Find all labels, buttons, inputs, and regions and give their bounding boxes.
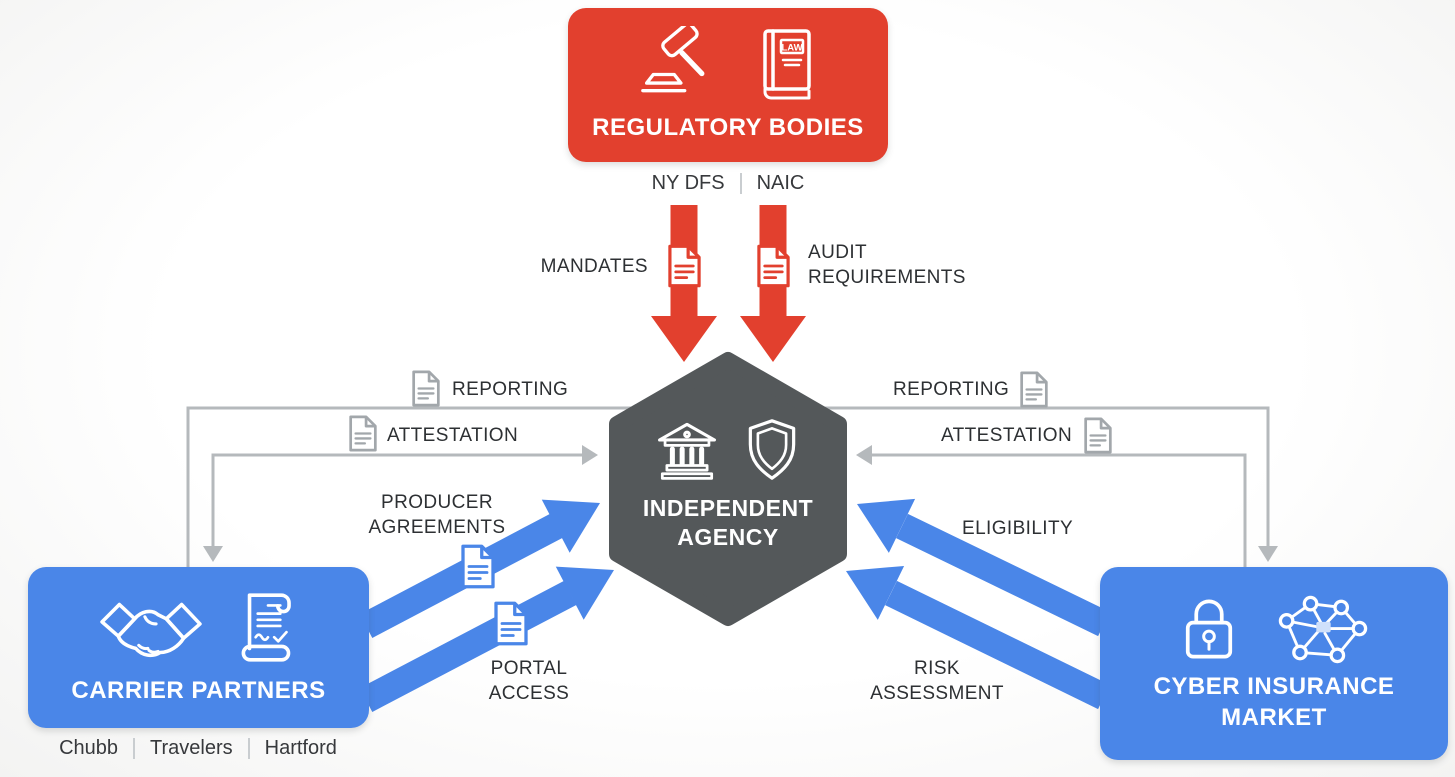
gavel-icon <box>641 26 705 93</box>
carriers-list: Chubb Travelers Hartford <box>18 737 378 760</box>
reporting-right-connector <box>800 406 1278 562</box>
document-icon <box>1019 371 1049 408</box>
divider <box>133 738 136 759</box>
contract-scroll-icon <box>241 593 291 662</box>
document-icon <box>411 370 441 407</box>
producer-agreements-label: PRODUCER AGREEMENTS <box>368 492 506 539</box>
law-book-icon: LAW <box>763 29 811 100</box>
attestation-right-label: ATTESTATION <box>941 425 1073 446</box>
regulatory-bodies-title: REGULATORY BODIES <box>592 114 864 142</box>
attestation-left-label: ATTESTATION <box>387 425 519 446</box>
reporting-left-connector <box>186 406 660 567</box>
attestation-right-connector <box>856 445 1247 567</box>
portal-access-label: PORTAL ACCESS <box>488 658 570 705</box>
shield-icon <box>748 419 796 480</box>
risk-assessment-label: RISK ASSESSMENT <box>870 658 1004 705</box>
reporting-left-label: REPORTING <box>452 379 569 400</box>
independent-agency-node: INDEPENDENT AGENCY <box>618 418 838 588</box>
mandates-label: MANDATES <box>540 256 648 277</box>
document-icon <box>1083 417 1113 454</box>
carrier-icons <box>99 589 298 667</box>
document-icon <box>348 415 378 452</box>
regulatory-bodies-node: LAW REGULATORY BODIES <box>568 8 888 162</box>
agency-icons <box>655 418 801 482</box>
document-icon <box>460 544 496 589</box>
carrier-partners-title: CARRIER PARTNERS <box>71 676 326 704</box>
cyber-icons <box>1180 594 1368 665</box>
network-icon <box>1278 595 1368 663</box>
divider <box>247 738 250 759</box>
carrier-partners-node: CARRIER PARTNERS <box>28 567 369 728</box>
eligibility-arrow <box>857 498 1110 637</box>
eligibility-label: ELIGIBILITY <box>962 518 1074 539</box>
document-icon <box>667 244 702 288</box>
regulator-item: NY DFS <box>651 172 725 194</box>
bank-icon <box>658 422 716 480</box>
audit-requirements-label: AUDIT REQUIREMENTS <box>808 242 966 289</box>
independent-agency-title: INDEPENDENT AGENCY <box>642 495 814 551</box>
portal-access-arrow <box>359 566 614 712</box>
handshake-icon <box>99 602 202 657</box>
document-icon <box>756 244 791 288</box>
regulatory-icons: LAW <box>636 26 820 104</box>
law-book-text: LAW <box>781 43 802 54</box>
document-icon <box>493 601 529 646</box>
padlock-icon <box>1185 599 1233 659</box>
carrier-item: Chubb <box>59 737 119 759</box>
reporting-right-label: REPORTING <box>893 379 1010 400</box>
producer-agreements-arrow <box>359 499 600 638</box>
carrier-item: Travelers <box>150 737 233 759</box>
divider <box>739 173 742 194</box>
risk-assessment-arrow <box>846 565 1110 710</box>
carrier-item: Hartford <box>264 737 337 759</box>
attestation-left-connector <box>203 445 598 562</box>
regulators-list: NY DFS NAIC <box>568 172 888 195</box>
regulator-item: NAIC <box>756 172 805 194</box>
cyber-insurance-market-node: CYBER INSURANCE MARKET <box>1100 567 1448 760</box>
cyber-insurance-market-title: CYBER INSURANCE MARKET <box>1153 672 1395 731</box>
